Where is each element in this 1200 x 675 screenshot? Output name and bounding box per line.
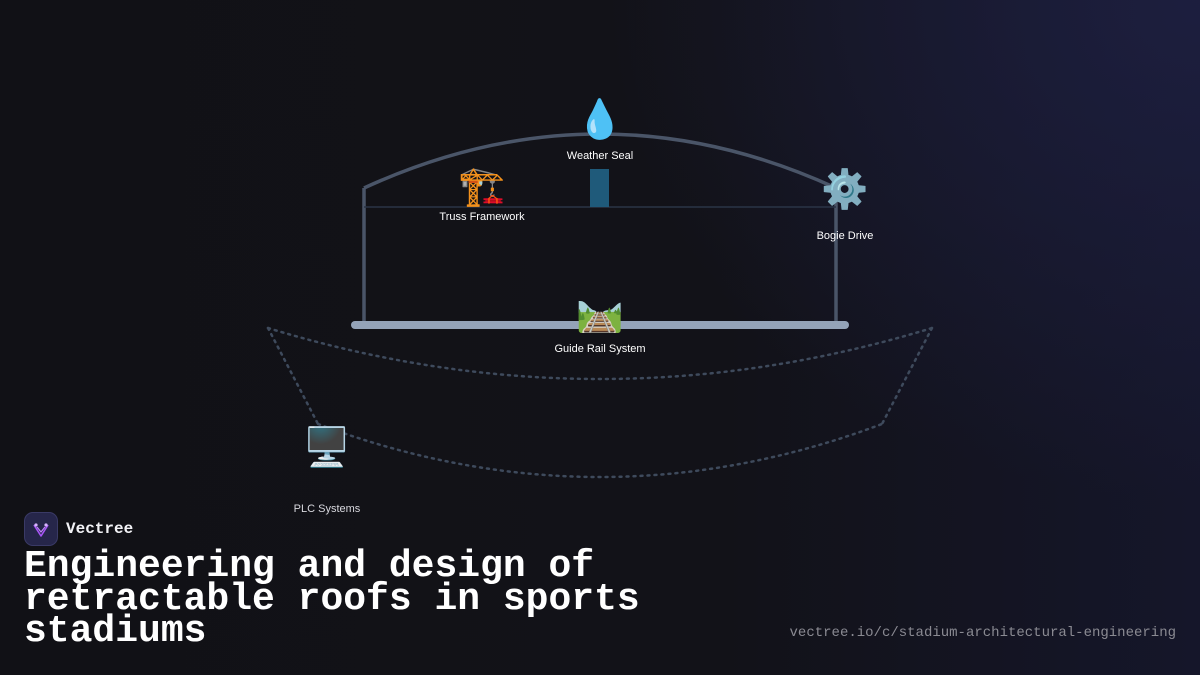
railway-track-icon: 🛤️ [576, 290, 624, 334]
crane-icon: 🏗️ [458, 164, 506, 208]
guide-rail [351, 321, 849, 329]
roof-arch [363, 132, 837, 190]
roof-panel [590, 169, 609, 207]
droplet-icon: 💧 [576, 97, 624, 141]
page-title: Engineering and design of retractable ro… [24, 545, 640, 653]
gear-icon: ⚙️ [821, 167, 869, 211]
outer-bowl-curve [266, 326, 934, 381]
weather-seal-label: Weather Seal [566, 150, 634, 162]
desktop-computer-icon: 🖥️ [303, 425, 351, 469]
brand: Vectree [24, 512, 133, 546]
plc-systems-label: PLC Systems [293, 503, 361, 515]
right-bowl-edge [880, 326, 934, 426]
vectree-logo-icon [24, 512, 58, 546]
source-url: vectree.io/c/stadium-architectural-engin… [789, 625, 1176, 641]
truss-framework-label: Truss Framework [439, 211, 525, 223]
lower-bowl-curve [316, 422, 884, 479]
left-bowl-edge [266, 326, 320, 426]
brand-name: Vectree [66, 520, 134, 538]
bogie-drive-label: Bogie Drive [816, 230, 874, 242]
guide-rail-system-label: Guide Rail System [554, 343, 646, 355]
